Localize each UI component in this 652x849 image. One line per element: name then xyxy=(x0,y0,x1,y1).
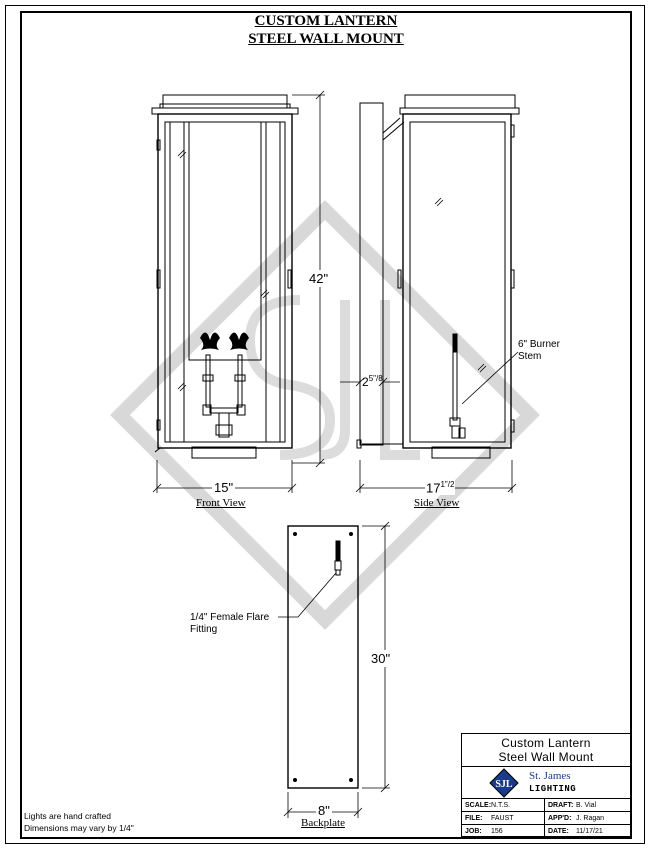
side-view-lantern xyxy=(356,94,520,459)
watermark-diamond xyxy=(110,200,540,630)
side-width-dimension: 171"/2 xyxy=(425,480,456,496)
burner-stem-callout-line2: Stem xyxy=(518,351,542,362)
date-label: DATE: xyxy=(548,828,569,835)
outer-border xyxy=(5,5,645,844)
backplate-label: Backplate xyxy=(301,817,345,829)
side-width-fraction: 1"/2 xyxy=(440,480,455,489)
title-block-row-scale: SCALE: N.T.S. DRAFT: B. Vial xyxy=(462,798,630,812)
inner-border xyxy=(20,11,632,839)
title-block-logo-area: SJL St. James LIGHTING xyxy=(462,766,630,799)
mount-depth-whole: 2 xyxy=(362,375,369,389)
mount-depth-fraction: 5"/8 xyxy=(368,374,383,383)
title-block-row-job: JOB: 156 DATE: 11/17/21 xyxy=(462,824,630,838)
title-block-name: Custom Lantern Steel Wall Mount xyxy=(462,736,630,764)
draft-value: B. Vial xyxy=(576,802,597,809)
drawing-title-line1: CUSTOM LANTERN xyxy=(254,13,398,29)
job-value: 156 xyxy=(491,828,503,835)
scale-label: SCALE: xyxy=(465,802,492,809)
drawing-notes: Lights are hand crafted Dimensions may v… xyxy=(24,810,134,834)
side-view-glass-marks xyxy=(434,197,487,373)
side-width-whole: 17 xyxy=(426,480,441,496)
job-label: JOB: xyxy=(465,828,482,835)
backplate-leader xyxy=(278,572,337,618)
watermark-letters xyxy=(244,295,420,460)
company-logo-icon: SJL xyxy=(489,768,519,798)
backplate-drawing xyxy=(287,525,359,789)
company-name-line2: LIGHTING xyxy=(529,784,577,794)
flare-fitting-callout-line1: 1/4" Female Flare xyxy=(190,612,270,623)
side-view-label: Side View xyxy=(414,497,460,509)
burner-stem-callout-line1: 6" Burner xyxy=(518,339,560,350)
front-view-label: Front View xyxy=(196,497,246,509)
date-value: 11/17/21 xyxy=(576,828,603,835)
side-view-callout-leader xyxy=(461,351,519,405)
backplate-height-dimension: 30" xyxy=(371,650,391,667)
front-view-burner xyxy=(200,332,249,438)
appd-label: APP'D: xyxy=(548,815,572,822)
logo-lettering: SJL xyxy=(495,779,513,790)
title-block: Custom Lantern Steel Wall Mount SJL St. … xyxy=(461,733,631,838)
appd-value: J. Ragan xyxy=(576,815,605,822)
note-line1: Lights are hand crafted xyxy=(24,811,111,821)
front-view-glass-marks xyxy=(177,149,270,392)
front-view-lantern xyxy=(151,94,299,459)
flare-fitting-callout-line2: Fitting xyxy=(190,624,218,635)
drawing-title-line2: STEEL WALL MOUNT xyxy=(248,31,404,47)
side-view-burner-stem xyxy=(449,333,466,439)
backplate-width-dimension: 8" xyxy=(316,803,332,818)
file-label: FILE: xyxy=(465,815,483,822)
height-dimension: 42" xyxy=(309,270,329,287)
file-value: FAUST xyxy=(491,815,514,822)
side-dimension-lines xyxy=(340,377,517,493)
title-block-row-file: FILE: FAUST APP'D: J. Ragan xyxy=(462,811,630,825)
scale-value: N.T.S. xyxy=(491,802,511,809)
front-width-dimension: 15" xyxy=(212,480,236,495)
title-block-name-line1: Custom Lantern xyxy=(501,736,591,750)
note-line2: Dimensions may vary by 1/4" xyxy=(24,823,134,833)
company-name-line1: St. James xyxy=(529,770,571,782)
mount-depth-dimension: 25"/8 xyxy=(362,374,383,389)
draft-label: DRAFT: xyxy=(548,802,574,809)
title-block-name-line2: Steel Wall Mount xyxy=(498,750,594,764)
